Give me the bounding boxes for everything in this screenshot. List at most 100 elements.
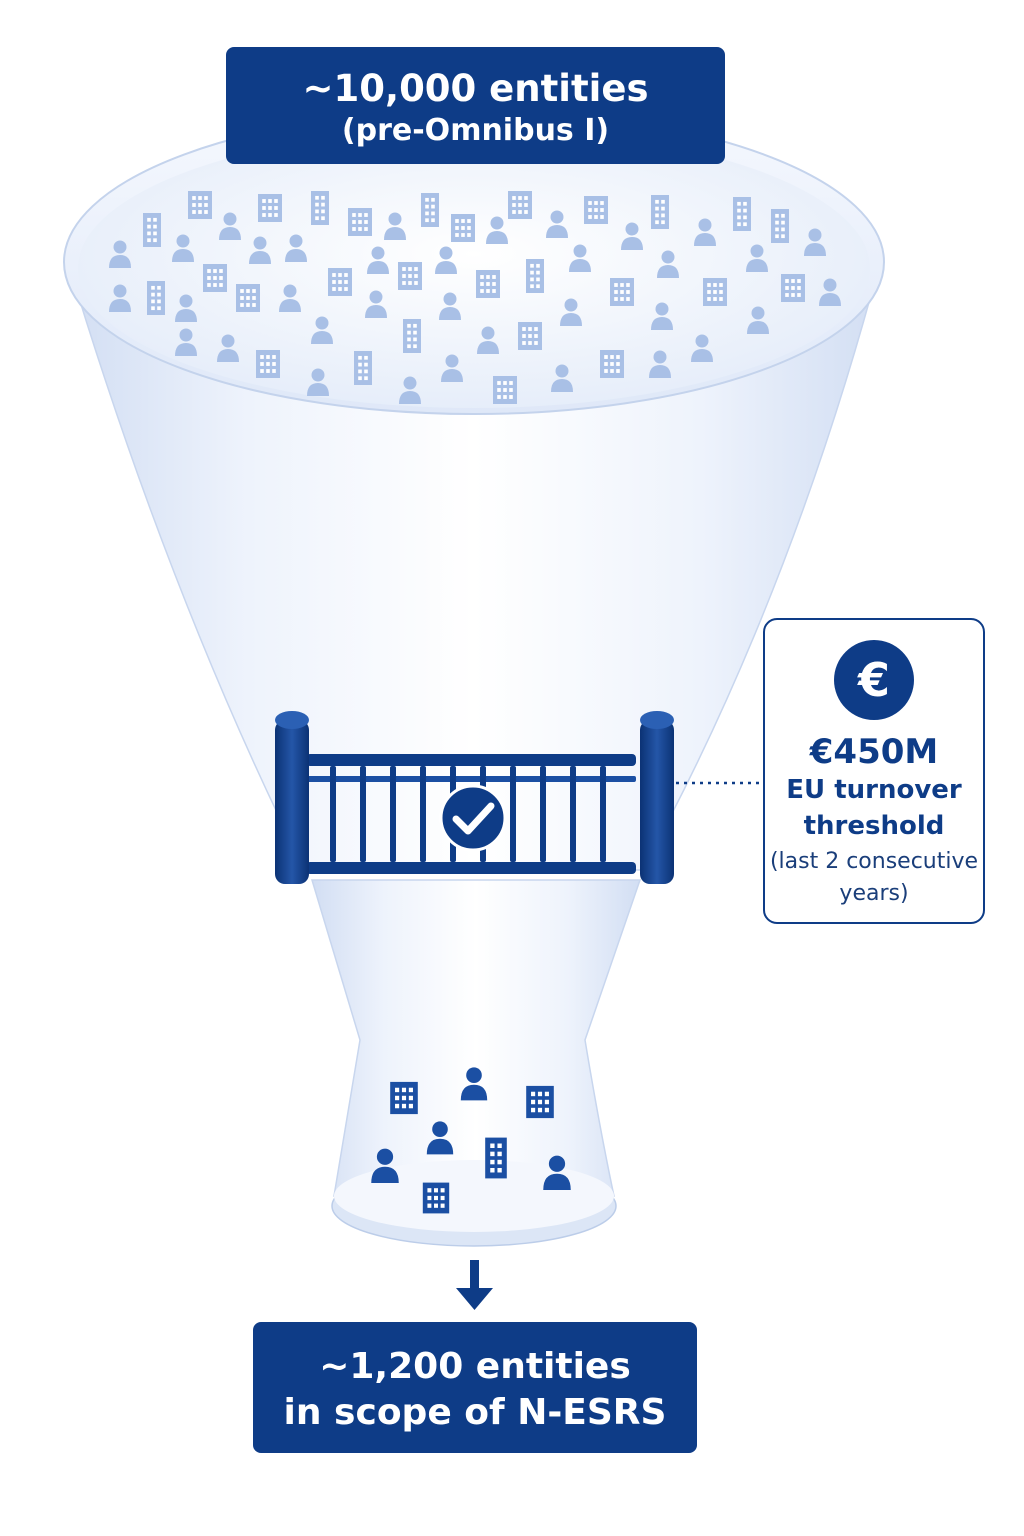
- gate-bar: [600, 766, 606, 862]
- person-icon: [109, 284, 131, 312]
- building-icon: [508, 191, 532, 219]
- person-icon: [569, 244, 591, 272]
- person-icon: [217, 334, 239, 362]
- person-icon: [486, 216, 508, 244]
- person-icon: [819, 278, 841, 306]
- building-icon: [421, 193, 439, 227]
- person-icon: [694, 218, 716, 246]
- building-icon: [485, 1137, 507, 1179]
- person-icon: [219, 212, 241, 240]
- building-icon: [526, 259, 544, 293]
- person-icon: [651, 302, 673, 330]
- threshold-amount: €450M: [809, 732, 939, 772]
- person-icon: [175, 294, 197, 322]
- person-icon: [649, 350, 671, 378]
- building-icon: [651, 195, 669, 229]
- pre-omnibus-qualifier: (pre-Omnibus I): [341, 113, 610, 148]
- building-icon: [600, 350, 624, 378]
- person-icon: [551, 364, 573, 392]
- person-icon: [543, 1155, 571, 1190]
- threshold-note: (last 2 consecutive years): [765, 846, 983, 910]
- threshold-note-line2: years): [839, 881, 909, 906]
- gate-bar: [510, 766, 516, 862]
- threshold-gate: [275, 711, 674, 884]
- gate-bar: [570, 766, 576, 862]
- person-icon: [371, 1148, 399, 1183]
- gate-bar: [390, 766, 396, 862]
- person-icon: [560, 298, 582, 326]
- building-icon: [733, 197, 751, 231]
- building-icon: [188, 191, 212, 219]
- person-icon: [439, 292, 461, 320]
- in-scope-description: in scope of N-ESRS: [283, 1392, 667, 1433]
- building-icon: [258, 194, 282, 222]
- euro-icon: €: [834, 640, 914, 720]
- person-icon: [426, 1121, 454, 1155]
- person-icon: [657, 250, 679, 278]
- person-icon: [477, 326, 499, 354]
- person-icon: [384, 212, 406, 240]
- in-scope-count: ~1,200 entities: [319, 1346, 631, 1387]
- building-icon: [236, 284, 260, 312]
- gate-bar: [540, 766, 546, 862]
- building-icon: [398, 262, 422, 290]
- building-icon: [311, 191, 329, 225]
- person-icon: [365, 290, 387, 318]
- funnel-neck: [310, 879, 642, 1197]
- building-icon: [584, 196, 608, 224]
- threshold-description: EU turnover threshold: [765, 772, 983, 844]
- building-icon: [451, 214, 475, 242]
- person-icon: [367, 246, 389, 274]
- building-icon: [610, 278, 634, 306]
- person-icon: [546, 210, 568, 238]
- threshold-note-line1: (last 2 consecutive: [769, 849, 979, 874]
- person-icon: [399, 376, 421, 404]
- building-icon: [771, 209, 789, 243]
- building-icon: [526, 1085, 554, 1119]
- person-icon: [747, 306, 769, 334]
- building-icon: [256, 350, 280, 378]
- building-icon: [354, 351, 372, 385]
- building-icon: [143, 213, 161, 247]
- person-icon: [311, 316, 333, 344]
- person-icon: [285, 234, 307, 262]
- building-icon: [348, 208, 372, 236]
- entities-pre-omnibus: [109, 191, 841, 404]
- person-icon: [435, 246, 457, 274]
- gate-bar: [330, 766, 336, 862]
- person-icon: [460, 1067, 488, 1101]
- gate-bar: [360, 766, 366, 862]
- arrow-down-icon: [456, 1260, 493, 1310]
- person-icon: [804, 228, 826, 256]
- building-icon: [703, 278, 727, 306]
- building-icon: [403, 319, 421, 353]
- threshold-card: € €450M EU turnover threshold (last 2 co…: [763, 618, 985, 924]
- building-icon: [476, 270, 500, 298]
- gate-bar: [420, 766, 426, 862]
- building-icon: [147, 281, 165, 315]
- building-icon: [493, 376, 517, 404]
- entities-in-scope: [371, 1067, 571, 1214]
- person-icon: [441, 354, 463, 382]
- threshold-description-line2: threshold: [803, 811, 945, 841]
- person-icon: [746, 244, 768, 272]
- checkmark-icon: [439, 784, 507, 852]
- building-icon: [328, 268, 352, 296]
- building-icon: [203, 264, 227, 292]
- person-icon: [621, 222, 643, 250]
- building-icon: [390, 1081, 418, 1115]
- building-icon: [518, 322, 542, 350]
- pre-omnibus-count: ~10,000 entities: [302, 67, 649, 110]
- person-icon: [175, 328, 197, 356]
- person-icon: [109, 240, 131, 268]
- threshold-description-line1: EU turnover: [786, 775, 962, 805]
- person-icon: [691, 334, 713, 362]
- building-icon: [422, 1182, 450, 1214]
- person-icon: [307, 368, 329, 396]
- building-icon: [781, 274, 805, 302]
- person-icon: [249, 236, 271, 264]
- person-icon: [172, 234, 194, 262]
- person-icon: [279, 284, 301, 312]
- in-scope-count-label: ~1,200 entities in scope of N-ESRS: [253, 1322, 697, 1453]
